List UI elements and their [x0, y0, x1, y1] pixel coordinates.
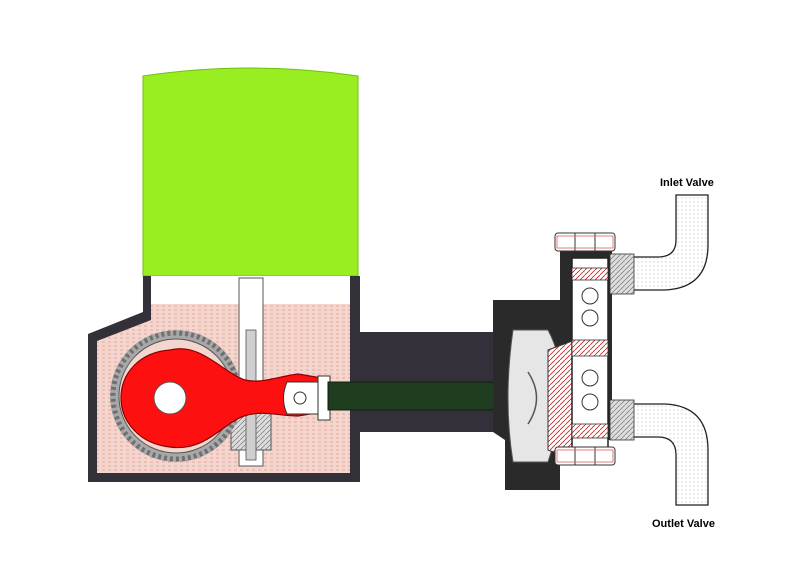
crank-arm: [120, 348, 323, 449]
outlet-valve-label: Outlet Valve: [652, 518, 715, 530]
valve-seat-bottom: [571, 423, 609, 439]
inlet-pipe: [609, 194, 709, 295]
check-valve-balls-inlet: [581, 287, 599, 327]
outlet-pipe: [609, 399, 709, 506]
pivot-pin: [293, 391, 307, 405]
crank-hub: [153, 381, 187, 415]
top-nut: [554, 232, 616, 252]
inlet-valve-label: Inlet Valve: [660, 177, 714, 189]
diaphragm: [527, 371, 538, 425]
diaphragm-hatch: [547, 339, 576, 461]
check-valve-balls-outlet: [581, 369, 599, 411]
bottom-nut: [554, 446, 616, 466]
valve-seat-top: [571, 267, 609, 281]
valve-seat-mid: [571, 339, 609, 357]
motor-block: [142, 67, 359, 277]
